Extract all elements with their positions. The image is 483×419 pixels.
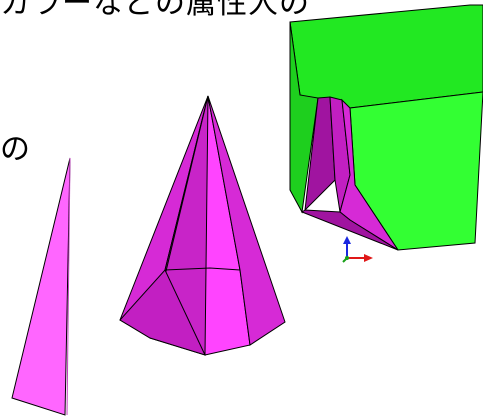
box-left-face bbox=[289, 21, 319, 214]
green-box[interactable] bbox=[289, 4, 483, 251]
magenta-cone[interactable] bbox=[119, 95, 286, 356]
wedge-edge bbox=[66, 157, 71, 416]
axis-x-arrow-icon bbox=[364, 254, 373, 262]
box-cut-bottom bbox=[300, 209, 399, 251]
axis-triad bbox=[342, 236, 373, 263]
cone-inner-edge bbox=[164, 267, 241, 271]
caption-text: カラーなどの属性人の bbox=[0, 0, 310, 21]
cone-base-left bbox=[119, 269, 206, 356]
cone-face-right bbox=[207, 95, 286, 346]
side-text: の bbox=[0, 132, 30, 167]
pink-wedge[interactable] bbox=[11, 157, 71, 416]
wedge-face bbox=[11, 157, 71, 416]
axis-z-arrow-icon bbox=[343, 236, 351, 244]
axis-origin-icon bbox=[345, 256, 349, 260]
box-top-face bbox=[289, 4, 483, 109]
